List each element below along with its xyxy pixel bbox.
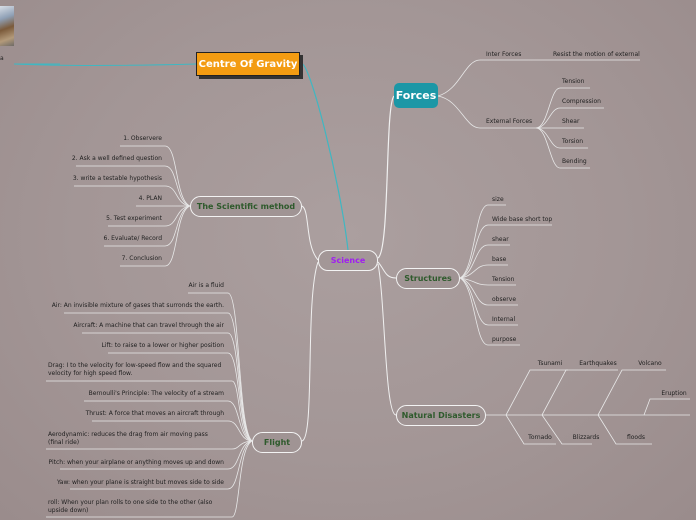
flight-item[interactable]: Lift: to raise to a lower or higher posi… [101,342,224,349]
external-force-item[interactable]: Shear [562,118,580,125]
external-force-item[interactable]: Compression [562,98,601,105]
disaster-item[interactable]: floods [626,434,646,441]
disaster-item[interactable]: Volcano [638,360,662,367]
disaster-item[interactable]: Tsunami [537,360,563,367]
cog-side-label: a [0,55,4,62]
flight-item[interactable]: Bernoulli's Principle: The velocity of a… [88,390,224,397]
structures-item[interactable]: Wide base short top [492,216,553,223]
method-step[interactable]: 5. Test experiment [106,215,162,222]
external-force-item[interactable]: Bending [562,158,587,165]
external-force-item[interactable]: Torsion [562,138,584,145]
structures-item[interactable]: Tension [492,276,515,283]
scientific-method-topic[interactable]: The Scientific method [190,196,302,217]
flight-item[interactable]: Drag: I to the velocity for low-speed fl… [48,362,222,377]
disaster-item[interactable]: Earthquakes [579,360,617,367]
flight-topic[interactable]: Flight [252,432,302,453]
structures-item[interactable]: Internal [492,316,516,323]
flight-item[interactable]: Yaw: when your plane is straight but mov… [56,479,224,486]
flight-item[interactable]: Air is a fluid [188,282,225,289]
natural-disasters-topic[interactable]: Natural Disasters [396,405,486,426]
method-step[interactable]: 2. Ask a well defined question [71,155,162,162]
central-topic-science[interactable]: Science [318,250,378,271]
flight-item[interactable]: Aerodynamic: reduces the drag from air m… [48,431,208,446]
inter-forces-label[interactable]: Inter Forces [486,51,522,58]
structures-item[interactable]: observe [492,296,517,303]
disaster-item[interactable]: Blizzards [572,434,600,441]
forces-topic[interactable]: Forces [394,83,438,108]
method-step[interactable]: 3. write a testable hypothesis [72,175,162,182]
method-step[interactable]: 1. Observere [123,135,162,142]
method-step[interactable]: 7. Conclusion [121,255,162,262]
method-step[interactable]: 4. PLAN [138,195,162,202]
external-force-item[interactable]: Tension [562,78,585,85]
method-step[interactable]: 6. Evaluate/ Record [103,235,163,242]
flight-item[interactable]: Thrust: A force that moves an aircraft t… [85,410,224,417]
external-forces-label[interactable]: External Forces [486,118,533,125]
inter-forces-detail[interactable]: Resist the motion of external [553,51,640,58]
flight-item[interactable]: Pitch: when your airplane or anything mo… [48,459,224,466]
structures-item[interactable]: base [492,256,507,263]
gravity-photo [0,6,14,46]
disaster-item[interactable]: Tornado [528,434,552,441]
disaster-item[interactable]: Eruption [661,390,687,397]
flight-item[interactable]: roll: When your plan rolls to one side t… [48,499,213,514]
structures-item[interactable]: shear [492,236,509,243]
flight-item[interactable]: Aircraft: A machine that can travel thro… [73,322,224,329]
structures-item[interactable]: size [492,196,504,203]
flight-item[interactable]: Air: An invisible mixture of gases that … [51,302,224,309]
structures-topic[interactable]: Structures [396,268,460,289]
structures-item[interactable]: purpose [492,336,517,343]
centre-of-gravity-topic[interactable]: Centre Of Gravity [196,52,300,76]
